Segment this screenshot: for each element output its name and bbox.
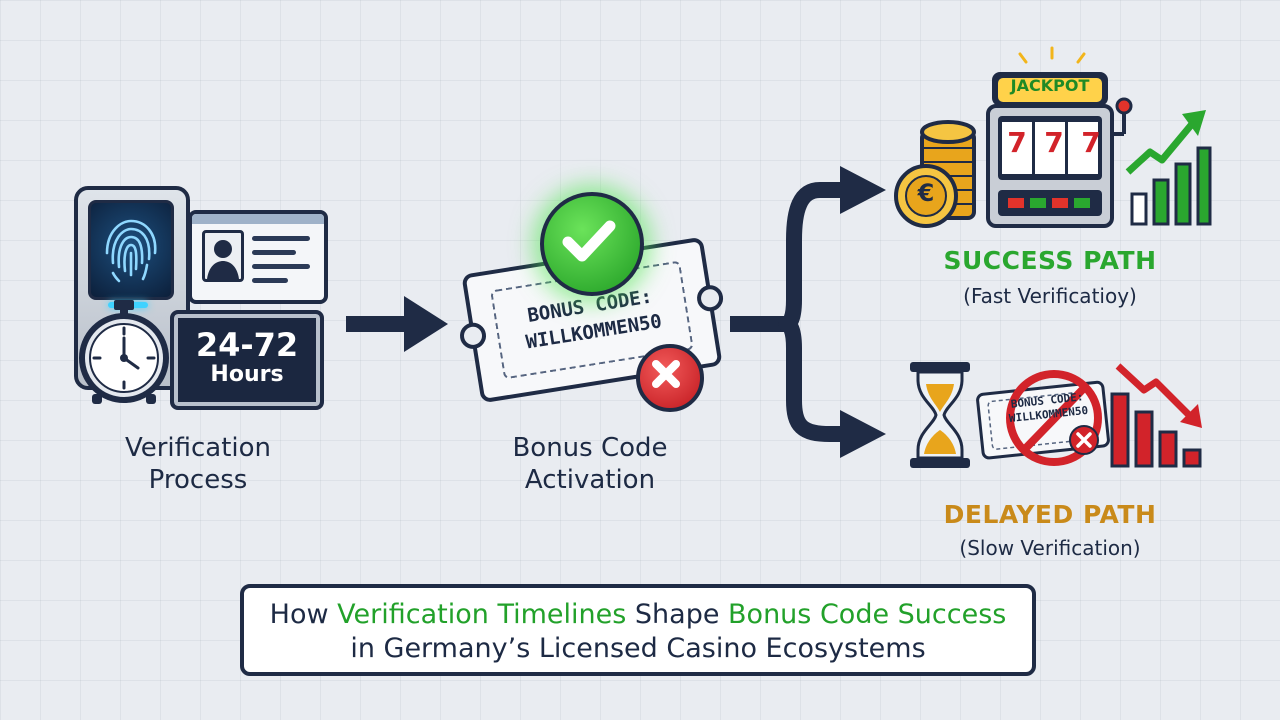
hourglass-icon <box>910 362 970 468</box>
reel: 7 <box>1007 126 1027 159</box>
delayed-illustration <box>910 362 1202 468</box>
fingerprint-screen <box>88 200 174 300</box>
caption-line-2: in Germany’s Licensed Casino Ecosystems <box>350 633 926 664</box>
stopwatch-icon <box>79 300 169 404</box>
verification-time-box: 24-72 Hours <box>170 310 324 410</box>
delayed-path-subtitle: (Slow Verification) <box>959 536 1141 560</box>
reel: 7 <box>1081 126 1101 159</box>
error-x-icon <box>636 344 704 412</box>
id-text-line <box>252 264 310 269</box>
branch-arrow-icon <box>730 166 886 458</box>
jackpot-illustration <box>894 46 1212 228</box>
checkmark-icon <box>540 192 644 296</box>
caption-highlight: Verification Timelines <box>337 599 627 630</box>
fingerprint-icon <box>105 219 157 283</box>
sparkle-icon <box>1018 46 1086 64</box>
id-card <box>188 210 328 304</box>
caption-highlight: Bonus Code Success <box>728 599 1007 630</box>
id-text-line <box>252 236 310 241</box>
id-photo <box>202 230 244 282</box>
falling-chart-icon <box>1110 363 1202 468</box>
prohibited-icon <box>1006 370 1102 466</box>
success-path-subtitle: (Fast Verificatioy) <box>963 284 1137 308</box>
reel: 7 <box>1044 126 1064 159</box>
success-path-title: SUCCESS PATH <box>943 246 1157 275</box>
delayed-path-title: DELAYED PATH <box>943 500 1157 529</box>
person-icon <box>207 240 239 279</box>
slot-reels: 7 7 7 <box>1002 126 1106 159</box>
coin-stack-icon <box>894 120 976 228</box>
id-text-line <box>252 278 288 283</box>
jackpot-sign: JACKPOT <box>1010 76 1090 95</box>
hours-unit: Hours <box>210 362 284 387</box>
caption-box: How Verification Timelines Shape Bonus C… <box>240 584 1036 676</box>
verification-process-label: Verification Process <box>124 433 272 495</box>
id-text-line <box>252 250 296 255</box>
hours-range: 24-72 <box>195 326 299 364</box>
rising-chart-icon <box>1125 110 1212 226</box>
arrow-right-icon <box>346 296 448 352</box>
bonus-code-activation-label: Bonus Code Activation <box>512 433 668 495</box>
slot-machine-icon <box>986 72 1133 228</box>
euro-symbol: € <box>917 179 935 207</box>
caption-line-1: How Verification Timelines Shape Bonus C… <box>269 599 1007 630</box>
